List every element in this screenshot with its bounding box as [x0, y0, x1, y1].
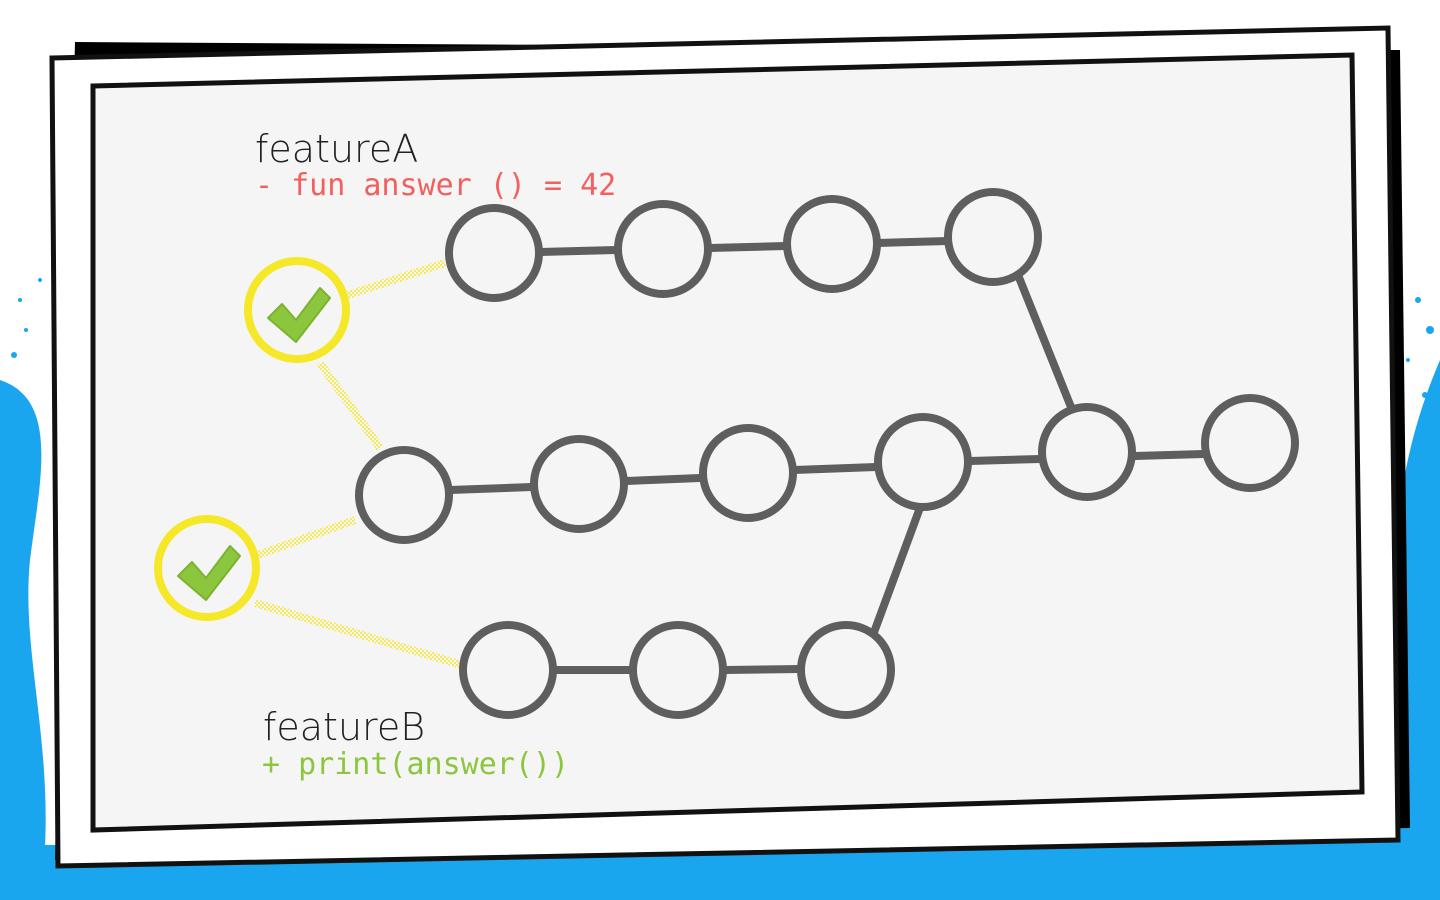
commit-node-main-1[interactable]	[355, 446, 453, 544]
edge-m5-m6	[1133, 450, 1205, 460]
checkmark-icon	[267, 287, 331, 343]
commit-node-main-5[interactable]	[1038, 403, 1136, 501]
edge-a4-merge	[1014, 273, 1077, 414]
commit-node-featureB-3[interactable]	[797, 621, 895, 719]
splash-left	[0, 380, 46, 900]
connector-top-to-main	[316, 360, 384, 451]
connector-bottom-to-featureB	[253, 599, 464, 669]
ci-check-bottom	[154, 515, 260, 621]
commit-node-main-3[interactable]	[699, 424, 797, 522]
edge-m1-m2	[449, 483, 533, 494]
commit-node-featureA-2[interactable]	[614, 200, 712, 298]
ci-connectors	[253, 259, 464, 669]
edge-a1-a2	[539, 246, 617, 256]
commit-node-main-6[interactable]	[1201, 394, 1299, 492]
commit-node-featureA-4[interactable]	[944, 188, 1042, 286]
featureB-diff: + print(answer())	[262, 747, 569, 782]
featureB-name: featureB	[263, 705, 425, 749]
commit-node-featureB-1[interactable]	[459, 621, 557, 719]
edge-m3-m4	[793, 463, 877, 474]
connector-top-to-featureA	[346, 259, 447, 299]
edge-m2-m3	[625, 474, 701, 485]
edge-b2-b3	[725, 665, 801, 674]
commit-nodes	[355, 188, 1299, 719]
ci-check-top	[244, 257, 350, 363]
commit-node-featureA-3[interactable]	[783, 195, 881, 293]
edge-a2-a3	[709, 242, 787, 252]
edge-m4-m5	[969, 455, 1041, 465]
commit-node-featureA-1[interactable]	[445, 204, 543, 302]
commit-node-main-4[interactable]	[874, 413, 972, 511]
edge-b3-m4	[869, 503, 925, 637]
commit-node-main-2[interactable]	[530, 435, 628, 533]
commit-edges	[449, 237, 1205, 674]
featureA-diff: - fun answer () = 42	[255, 168, 616, 203]
check-ring	[244, 257, 350, 363]
commit-node-featureB-2[interactable]	[629, 621, 727, 719]
checkmark-icon	[177, 545, 241, 601]
edge-a3-a4	[877, 237, 949, 247]
connector-bottom-to-main	[256, 516, 357, 559]
featureA-name: featureA	[255, 127, 418, 171]
check-ring	[154, 515, 260, 621]
